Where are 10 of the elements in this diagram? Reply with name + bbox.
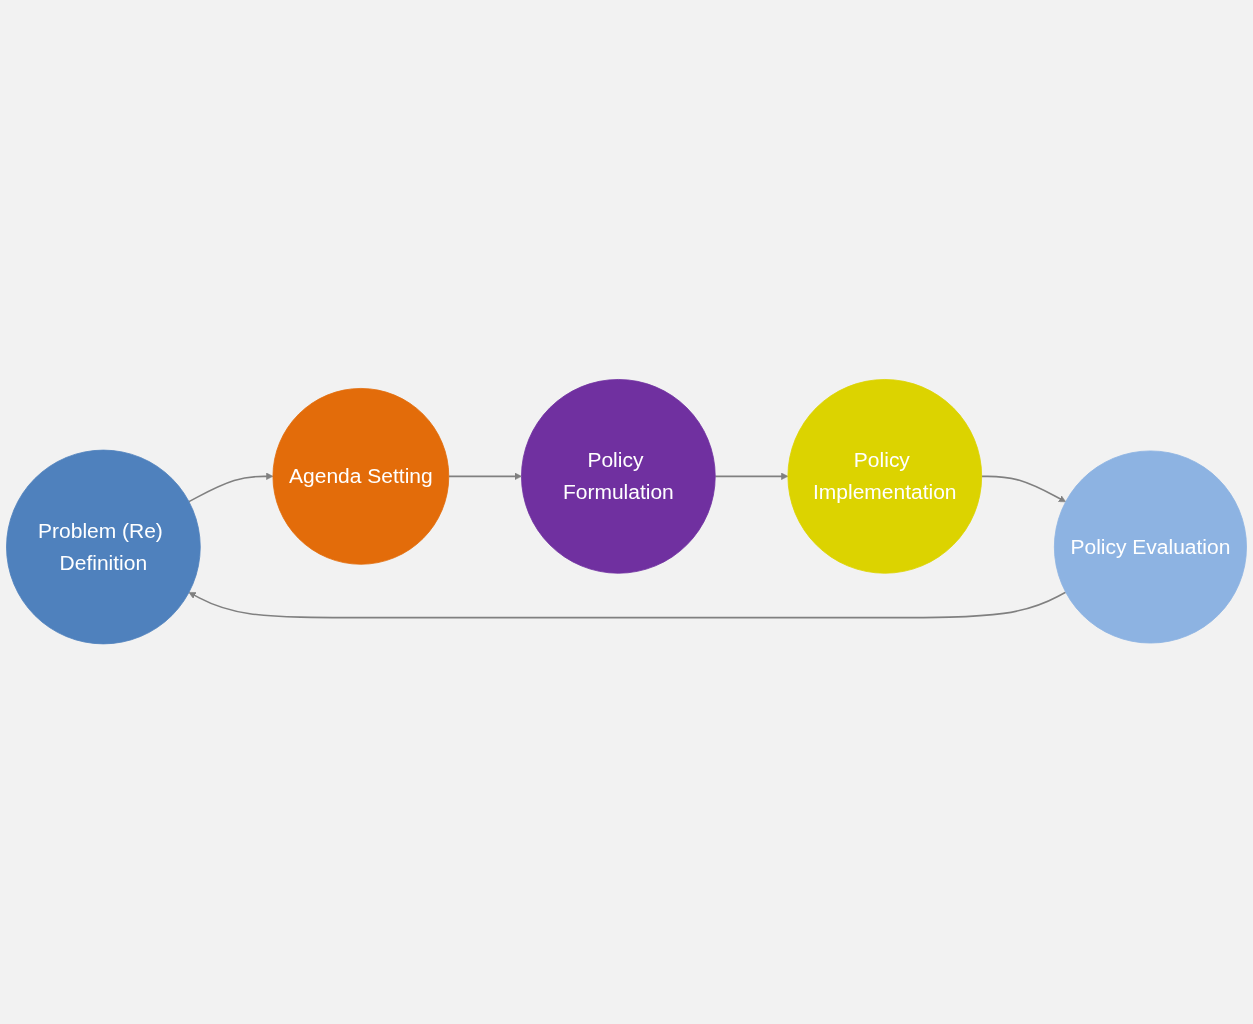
arrow [714,473,789,481]
arrow [188,591,1067,619]
arrow [448,473,522,481]
arrow [980,475,1066,503]
node-circle: Policy Evaluation [1053,450,1247,644]
node-circle: Problem (Re) Definition [6,450,201,645]
node-circle: Agenda Setting [272,388,450,565]
arrow [188,473,274,503]
node-circle: Policy Formulation [521,379,716,574]
node-circle: Policy Implementation [787,379,983,574]
